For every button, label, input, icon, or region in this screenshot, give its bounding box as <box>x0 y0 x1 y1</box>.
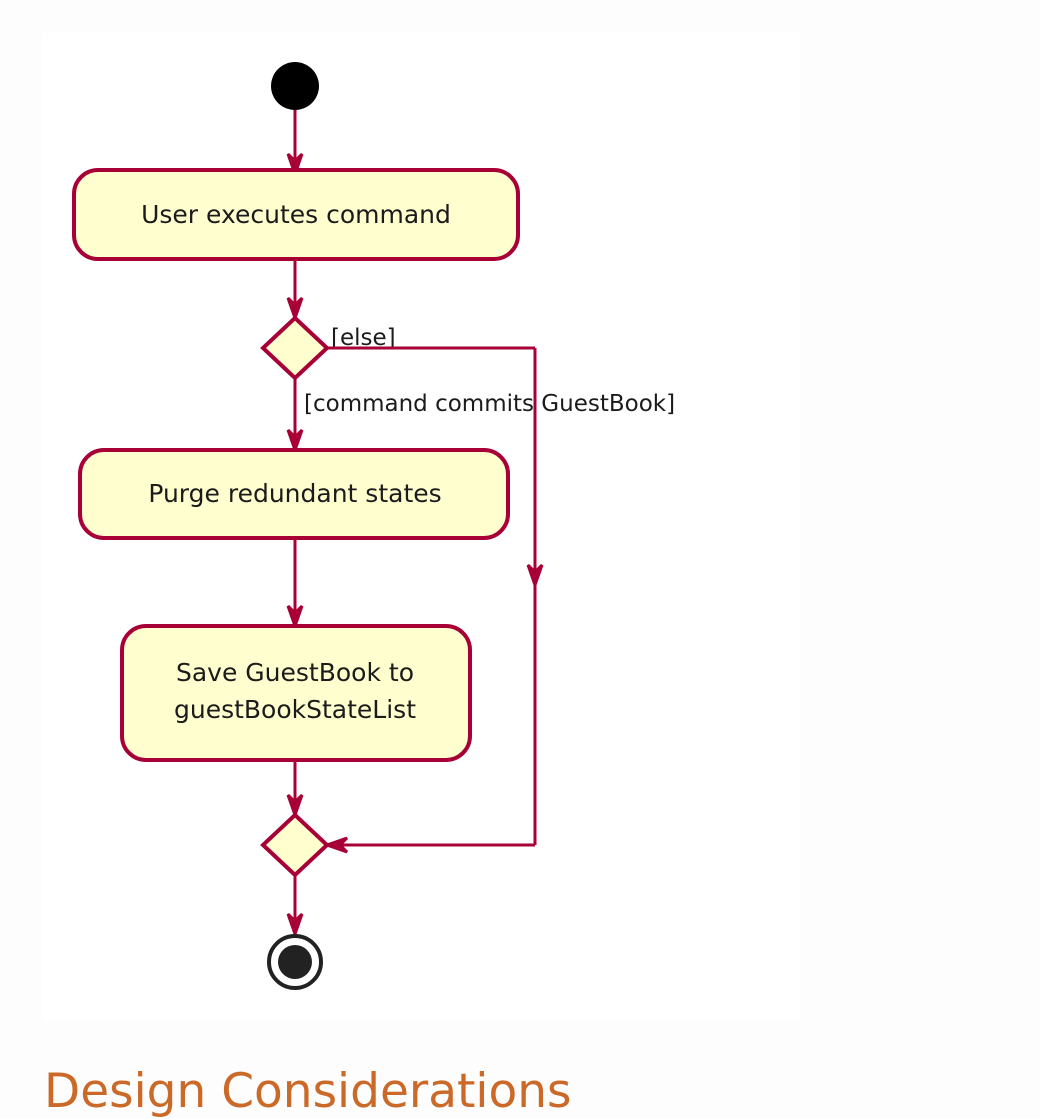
flow-arrow-decision-to-activity2 <box>286 378 304 455</box>
guard-label-command-commits: [command commits GuestBook] <box>304 391 675 417</box>
flow-arrow-start-to-activity1 <box>286 110 304 179</box>
activity-label: Purge redundant states <box>148 479 441 508</box>
activity-diagram-canvas: User executes command [else] [command co… <box>42 33 800 1020</box>
merge-node <box>260 812 330 878</box>
start-node <box>271 62 319 110</box>
activity-label: User executes command <box>141 200 451 229</box>
flow-arrow-merge-to-end <box>286 875 304 939</box>
end-node <box>267 934 323 990</box>
decision-command-commits <box>260 315 330 381</box>
flow-arrow-activity3-to-merge <box>286 760 304 820</box>
activity-label-line2: guestBookStateList <box>174 695 416 724</box>
flow-arrow-else-branch <box>322 346 544 854</box>
flow-arrow-activity2-to-activity3 <box>286 538 304 631</box>
activity-diagram: User executes command [else] [command co… <box>72 62 675 990</box>
activity-user-executes-command: User executes command <box>72 168 520 261</box>
activity-save-guestbook: Save GuestBook to guestBookStateList <box>120 624 472 762</box>
activity-purge-redundant-states: Purge redundant states <box>78 448 510 540</box>
flow-arrow-activity1-to-decision <box>286 259 304 323</box>
activity-label-line1: Save GuestBook to <box>176 658 414 687</box>
page-heading: Design Considerations <box>44 1064 572 1119</box>
